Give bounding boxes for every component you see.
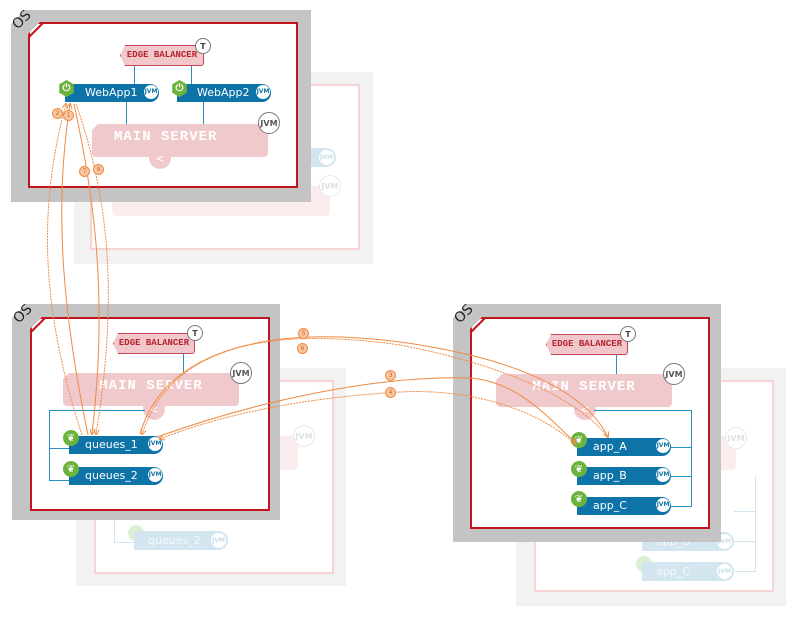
step-badge-2: 2 — [52, 108, 63, 119]
type-badge: T — [187, 325, 203, 341]
connector — [49, 448, 69, 449]
app-label: WebApp2 — [197, 86, 250, 99]
connector — [183, 353, 184, 375]
main-server[interactable]: MAIN SERVER — [92, 124, 268, 157]
ghost-connector — [734, 511, 756, 512]
jvm-badge: JVM — [144, 85, 158, 99]
app-webapp1[interactable]: WebApp1 JVM — [65, 84, 159, 102]
spring-leaf-icon: ❦ — [63, 461, 79, 477]
share-icon: < — [149, 147, 171, 169]
ghost-app-c: app_C JVM — [642, 562, 734, 581]
app-b[interactable]: app_B JVM — [577, 467, 671, 485]
step-badge-8: 8 — [93, 164, 104, 175]
ghost-app-queues-2: queues_2 JVM — [134, 531, 228, 550]
ghost-connector — [114, 542, 134, 543]
jvm-badge: JVM — [258, 112, 280, 134]
app-label: queues_2 — [85, 469, 138, 482]
jvm-badge: JVM — [230, 362, 252, 384]
ghost-connector — [734, 541, 756, 542]
spring-leaf-icon: ❦ — [571, 432, 587, 448]
app-c[interactable]: app_C JVM — [577, 497, 671, 515]
connector — [670, 506, 692, 507]
step-badge-7: 7 — [79, 166, 90, 177]
jvm-badge: JVM — [318, 149, 335, 166]
step-badge-5: 5 — [298, 328, 309, 339]
app-a[interactable]: app_A JVM — [577, 438, 671, 456]
connector — [594, 410, 692, 411]
ghost-app-label: app_C — [656, 565, 690, 578]
app-label: WebApp1 — [85, 86, 138, 99]
connector — [49, 480, 69, 481]
power-icon: ⏻ — [172, 80, 187, 97]
jvm-badge: JVM — [656, 468, 670, 482]
ghost-connector — [734, 571, 756, 572]
step-badge-4: 4 — [385, 387, 396, 398]
app-label: app_C — [593, 499, 627, 512]
connector — [49, 410, 50, 480]
spring-leaf-icon: ❦ — [571, 491, 587, 507]
edge-balancer[interactable]: EDGE BALANCER — [113, 333, 195, 354]
jvm-badge: JVM — [656, 498, 670, 512]
app-webapp2[interactable]: WebApp2 JVM — [177, 84, 271, 102]
edge-balancer[interactable]: EDGE BALANCER — [120, 45, 204, 66]
jvm-badge: JVM — [663, 363, 685, 385]
connector — [616, 354, 617, 376]
connector — [203, 102, 204, 124]
connector — [49, 410, 145, 411]
share-icon: < — [143, 398, 165, 420]
jvm-badge: JVM — [716, 563, 733, 580]
app-label: app_A — [593, 440, 627, 453]
jvm-badge: JVM — [210, 532, 227, 549]
connector — [691, 410, 692, 506]
connector — [134, 66, 135, 84]
ghost-connector — [114, 520, 115, 542]
step-badge-1: 1 — [63, 110, 74, 121]
app-queues-1[interactable]: queues_1 JVM — [69, 436, 163, 454]
ghost-jvm-badge: JVM — [319, 175, 341, 197]
app-label: queues_1 — [85, 438, 138, 451]
connector — [670, 447, 692, 448]
ghost-app-label: queues_2 — [148, 534, 201, 547]
type-badge: T — [195, 38, 211, 54]
ghost-jvm-badge: JVM — [293, 425, 315, 447]
jvm-badge: JVM — [256, 85, 270, 99]
connector — [670, 476, 692, 477]
ghost-connector — [755, 476, 756, 571]
ghost-jvm-badge: JVM — [725, 427, 747, 449]
power-icon: ⏻ — [59, 80, 74, 97]
step-badge-6: 6 — [297, 343, 308, 354]
app-label: app_B — [593, 469, 627, 482]
step-badge-3: 3 — [385, 370, 396, 381]
jvm-badge: JVM — [148, 437, 162, 451]
jvm-badge: JVM — [148, 468, 162, 482]
share-icon: < — [574, 398, 596, 420]
connector — [191, 66, 192, 84]
connector — [126, 102, 127, 124]
spring-leaf-icon: ❦ — [63, 430, 79, 446]
edge-balancer[interactable]: EDGE BALANCER — [546, 334, 628, 355]
type-badge: T — [620, 326, 636, 342]
jvm-badge: JVM — [656, 439, 670, 453]
spring-leaf-icon: ❦ — [571, 461, 587, 477]
app-queues-2[interactable]: queues_2 JVM — [69, 467, 163, 485]
